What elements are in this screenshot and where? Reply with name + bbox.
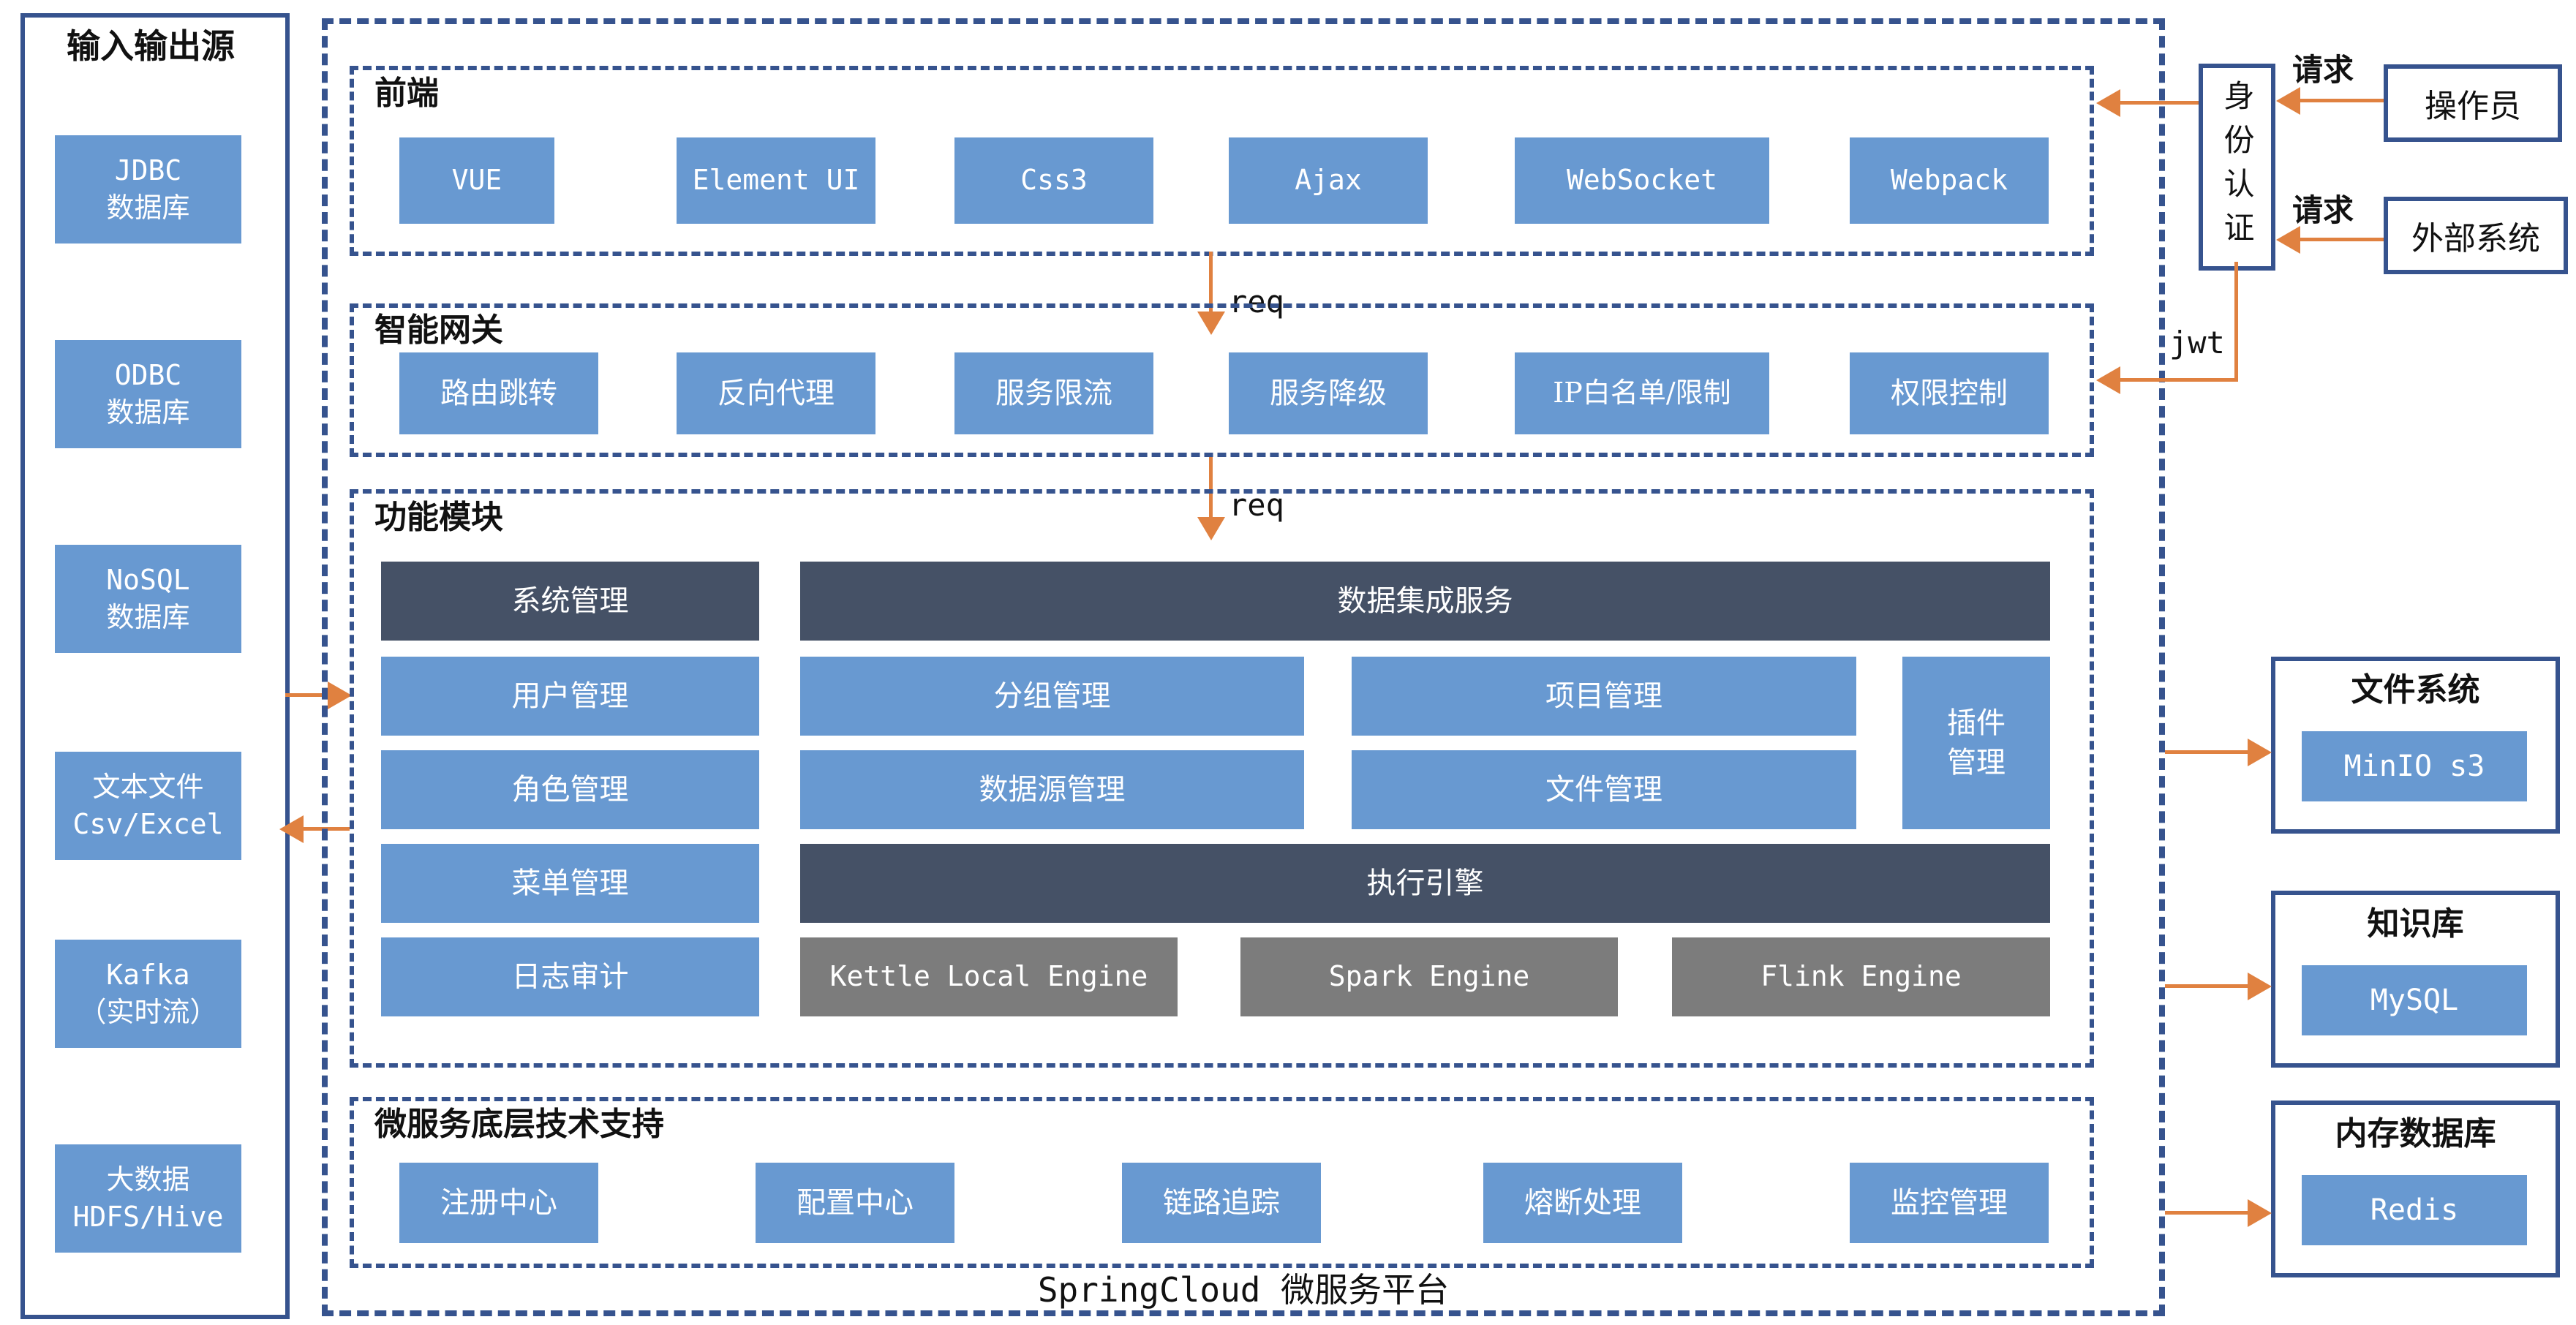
operator-request-arrow-head — [2276, 87, 2300, 115]
jwt-arrow-vline — [2234, 262, 2238, 380]
io-out-arrow-head — [279, 815, 304, 843]
req-arrow-1-head — [1197, 312, 1225, 335]
jwt-arrow-hline — [2120, 378, 2238, 382]
module-datasource-mgmt: 数据源管理 — [800, 750, 1304, 829]
operator-request-arrow-line — [2300, 99, 2384, 102]
module-exec-engine: 执行引擎 — [800, 844, 2050, 923]
module-log-audit: 日志审计 — [381, 937, 759, 1016]
auth-to-frontend-arrow-line — [2120, 101, 2199, 105]
modules-title: 功能模块 — [374, 499, 503, 536]
module-project-mgmt: 项目管理 — [1352, 657, 1856, 736]
gateway-title: 智能网关 — [374, 312, 503, 349]
req-arrow-2-head — [1197, 517, 1225, 540]
frontend-item-websocket: WebSocket — [1515, 137, 1769, 224]
req-arrow-2-line — [1209, 457, 1213, 517]
module-role-mgmt: 角色管理 — [381, 750, 759, 829]
module-plugin-mgmt: 插件 管理 — [1902, 657, 2050, 829]
frontend-item-webpack: Webpack — [1850, 137, 2049, 224]
gateway-item-reverse-proxy: 反向代理 — [677, 352, 875, 434]
io-item-kafka: Kafka （实时流） — [55, 940, 241, 1048]
io-panel-title-text: 输入输出源 — [67, 26, 235, 66]
store-memory-item: Redis — [2302, 1175, 2527, 1245]
request-label-bottom: 请求 — [2292, 192, 2354, 228]
module-data-integration: 数据集成服务 — [800, 562, 2050, 641]
store-filesystem-arrow-head — [2248, 739, 2272, 766]
store-memory-arrow-line — [2165, 1211, 2249, 1215]
engine-flink: Flink Engine — [1672, 937, 2050, 1016]
section-frontend — [350, 66, 2094, 256]
gateway-item-rate-limit: 服务限流 — [954, 352, 1153, 434]
io-panel-title: 输入输出源 — [29, 23, 272, 69]
gateway-item-permission: 权限控制 — [1850, 352, 2049, 434]
auth-to-frontend-arrow-head — [2096, 89, 2120, 117]
engine-kettle: Kettle Local Engine — [800, 937, 1178, 1016]
infra-item-monitoring: 监控管理 — [1850, 1163, 2049, 1243]
engine-spark: Spark Engine — [1240, 937, 1618, 1016]
auth-box-label: 身份认证 — [2219, 79, 2255, 255]
gateway-item-routing: 路由跳转 — [399, 352, 598, 434]
module-menu-mgmt: 菜单管理 — [381, 844, 759, 923]
request-label-top: 请求 — [2292, 52, 2354, 88]
io-item-bigdata: 大数据 HDFS/Hive — [55, 1144, 241, 1253]
gateway-item-ip-whitelist: IP白名单/限制 — [1515, 352, 1769, 434]
module-file-mgmt: 文件管理 — [1352, 750, 1856, 829]
store-filesystem-arrow-line — [2165, 750, 2249, 754]
req-arrow-1-line — [1209, 252, 1213, 312]
frontend-item-ajax: Ajax — [1229, 137, 1428, 224]
store-knowledge-arrow-head — [2248, 973, 2272, 1000]
store-filesystem-title: 文件系统 — [2351, 671, 2480, 709]
store-filesystem-item: MinIO s3 — [2302, 731, 2527, 801]
external-request-arrow-head — [2276, 226, 2300, 254]
module-group-mgmt: 分组管理 — [800, 657, 1304, 736]
frontend-item-vue: VUE — [399, 137, 554, 224]
module-user-mgmt: 用户管理 — [381, 657, 759, 736]
section-modules — [350, 489, 2094, 1068]
external-system-box: 外部系统 — [2384, 197, 2568, 274]
module-system-mgmt: 系统管理 — [381, 562, 759, 641]
auth-box: 身份认证 — [2199, 64, 2275, 271]
infra-item-circuit-breaker: 熔断处理 — [1483, 1163, 1682, 1243]
infra-item-tracing: 链路追踪 — [1122, 1163, 1321, 1243]
infra-item-registry: 注册中心 — [399, 1163, 598, 1243]
jwt-arrow-head — [2096, 366, 2120, 394]
frontend-item-css3: Css3 — [954, 137, 1153, 224]
store-knowledge-title: 知识库 — [2367, 905, 2464, 943]
store-memory-arrow-head — [2248, 1199, 2272, 1227]
frontend-title: 前端 — [374, 75, 439, 112]
io-item-jdbc: JDBC 数据库 — [55, 135, 241, 244]
gateway-item-degrade: 服务降级 — [1229, 352, 1428, 434]
store-knowledge-item: MySQL — [2302, 965, 2527, 1035]
infra-title: 微服务底层技术支持 — [374, 1106, 664, 1143]
external-request-arrow-line — [2300, 238, 2384, 241]
io-in-arrow-head — [328, 682, 352, 709]
io-item-textfile: 文本文件 Csv/Excel — [55, 752, 241, 860]
req-label-1: req — [1229, 284, 1284, 320]
store-knowledge-arrow-line — [2165, 984, 2249, 988]
jwt-label: jwt — [2169, 325, 2225, 360]
store-memory-title: 内存数据库 — [2335, 1114, 2496, 1152]
platform-bottom-label: SpringCloud 微服务平台 — [1037, 1269, 1450, 1310]
io-item-nosql: NoSQL 数据库 — [55, 545, 241, 653]
operator-box: 操作员 — [2384, 64, 2562, 142]
io-in-arrow-line — [285, 693, 331, 697]
section-infra — [350, 1097, 2094, 1268]
io-item-odbc: ODBC 数据库 — [55, 340, 241, 448]
section-gateway — [350, 303, 2094, 457]
frontend-item-elementui: Element UI — [677, 137, 875, 224]
platform-border — [322, 18, 2165, 1316]
infra-item-config: 配置中心 — [756, 1163, 954, 1243]
